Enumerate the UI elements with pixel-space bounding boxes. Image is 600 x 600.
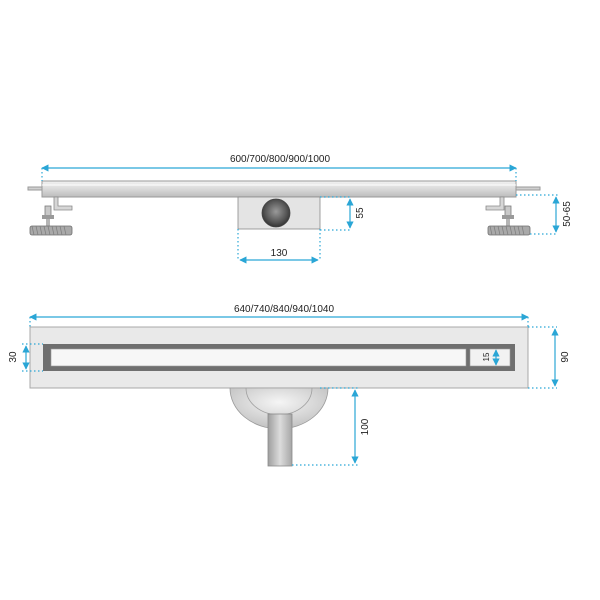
pipe-length-label: 100 [360,418,371,435]
grate-gap [469,348,511,367]
outlet-width-label: 130 [271,248,288,259]
leveling-foot-right [485,196,531,236]
grate-gap-label: 15 [482,352,491,361]
side-view: 600/700/800/900/1000 55 130 50-65 [27,154,573,264]
drain-body-side [41,180,517,198]
width-label: 90 [560,351,571,363]
top-view: 640/740/840/940/1040 90 30 15 100 [8,304,571,467]
outlet-side [237,196,321,230]
outlet-pipe [267,413,293,467]
leveling-foot-left [29,196,73,236]
outlet-height-label: 55 [355,207,366,219]
length-label-top: 640/740/840/940/1040 [234,304,335,315]
channel-width-label: 30 [8,351,19,363]
grate [50,348,467,367]
length-label-side: 600/700/800/900/1000 [230,154,331,165]
adjust-height-label: 50-65 [562,201,573,227]
